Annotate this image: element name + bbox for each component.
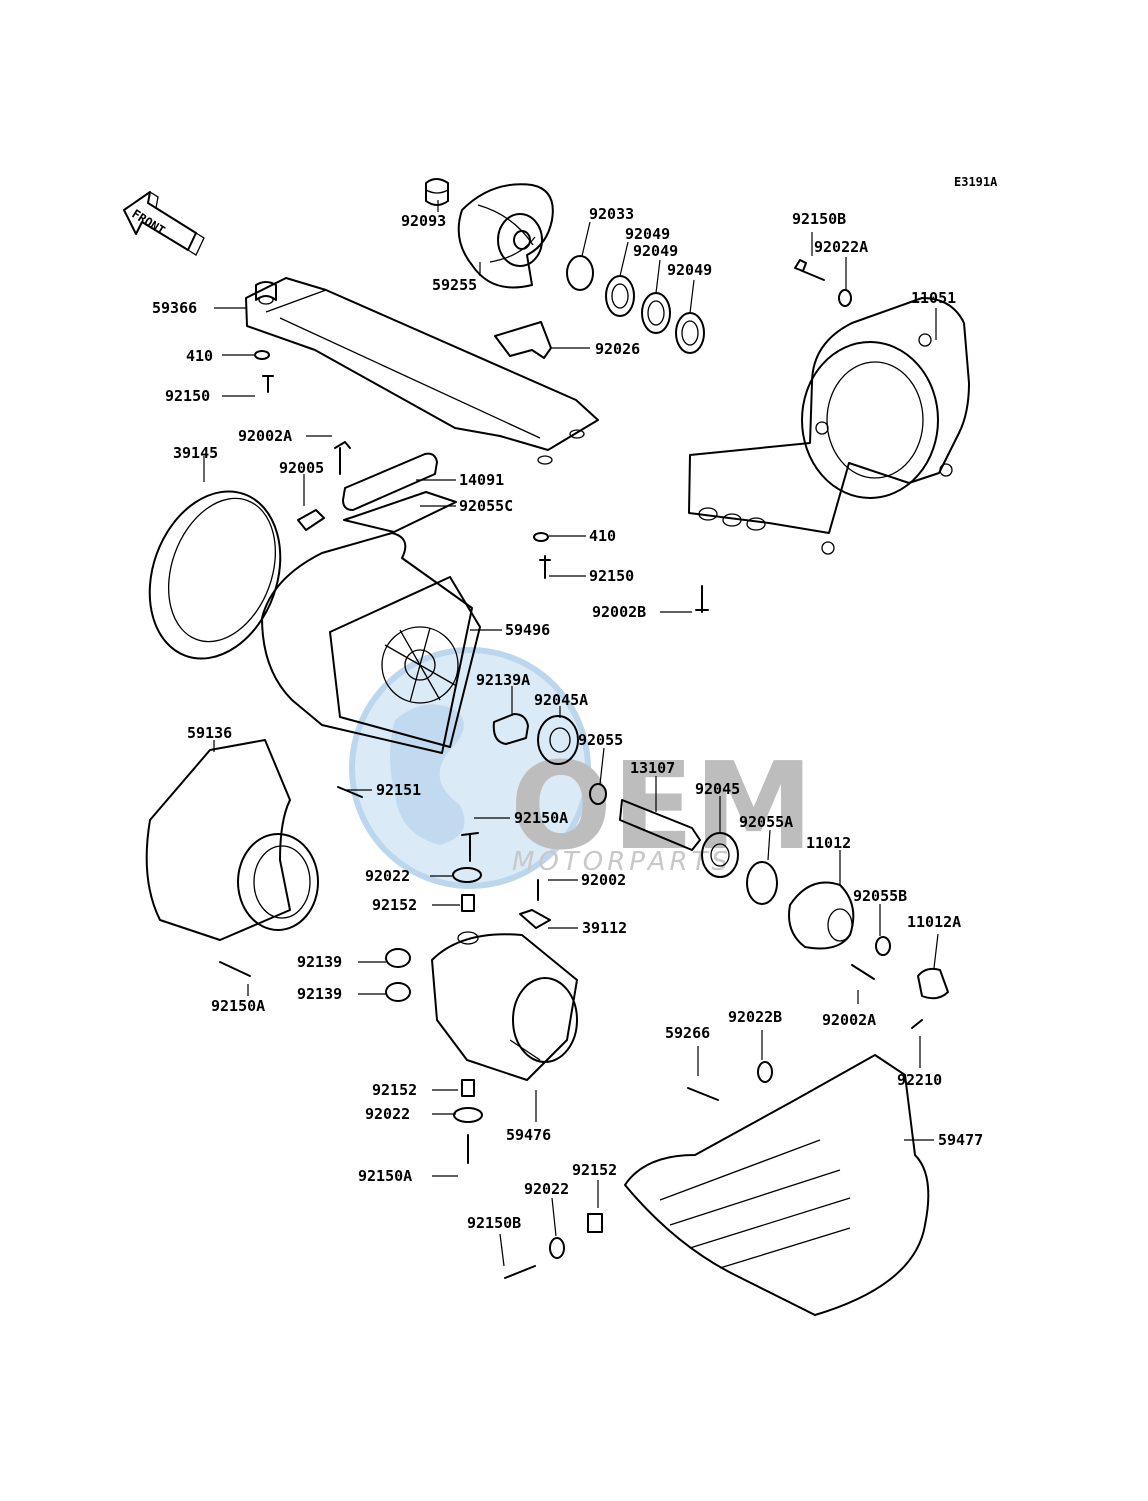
label-92002: 92002 [581, 871, 626, 889]
nozzle-59136 [145, 739, 319, 941]
label-92002A-top: 92002A [238, 427, 292, 445]
cap-11012A [917, 967, 949, 1000]
cover-14091 [342, 452, 457, 533]
bushing-92139A [492, 713, 529, 745]
fasteners [219, 259, 923, 1279]
bucket-59477 [624, 1054, 930, 1316]
diagram-code: E3191A [954, 175, 998, 189]
housing-11051 [688, 297, 970, 555]
label-410-mid: 410 [589, 527, 616, 545]
label-92150B-bottom: 92150B [467, 1214, 521, 1232]
label-92150-mid: 92150 [589, 567, 634, 585]
label-92002B: 92002B [592, 603, 646, 621]
label-59255: 59255 [432, 276, 477, 294]
label-92093: 92093 [401, 212, 446, 230]
label-92022B: 92022B [728, 1008, 782, 1026]
watermark-continents [390, 704, 465, 845]
label-59366: 59366 [152, 299, 197, 317]
label-92150A-mid: 92150A [514, 809, 568, 827]
label-92139-a: 92139 [297, 953, 342, 971]
bearing-92045A [537, 715, 579, 765]
pump-body-59496 [261, 532, 481, 754]
shaft-13107 [619, 799, 701, 851]
cap-92093 [425, 178, 449, 206]
label-11051: 11051 [911, 289, 956, 307]
label-92045A: 92045A [534, 691, 588, 709]
label-92139-b: 92139 [297, 985, 342, 1003]
label-410-top: 410 [186, 347, 213, 365]
cap-11012 [788, 881, 855, 950]
watermark: OEM MOTORPARTS [349, 647, 813, 889]
oring-92055A [746, 861, 778, 905]
label-92150B-top: 92150B [792, 210, 846, 228]
label-13107: 13107 [630, 759, 675, 777]
label-92055: 92055 [578, 731, 623, 749]
ring-39145 [148, 490, 282, 660]
label-92049-c: 92049 [667, 261, 712, 279]
washers [254, 289, 852, 1259]
bracket-59366 [245, 277, 599, 465]
ring-92033 [566, 255, 594, 291]
oring-92055B [875, 936, 891, 956]
label-92005: 92005 [279, 459, 324, 477]
label-11012: 11012 [806, 834, 851, 852]
label-92022-b: 92022 [365, 1105, 410, 1123]
label-92151: 92151 [376, 781, 421, 799]
label-59496: 59496 [505, 621, 550, 639]
label-92033: 92033 [589, 205, 634, 223]
impeller-59255 [457, 183, 554, 289]
label-92150A-bottom: 92150A [358, 1167, 412, 1185]
label-14091: 14091 [459, 471, 504, 489]
front-arrow-icon: FRONT [123, 191, 205, 256]
leader-lines [203, 200, 939, 1267]
watermark-sub: MOTORPARTS [512, 847, 732, 877]
label-92152-b: 92152 [372, 1081, 417, 1099]
label-92022A-top: 92022A [814, 238, 868, 256]
label-92022-a: 92022 [365, 867, 410, 885]
bearing-92045 [701, 832, 739, 878]
label-39145: 39145 [173, 444, 218, 462]
label-92022-c: 92022 [524, 1180, 569, 1198]
label-92152-a: 92152 [372, 896, 417, 914]
watermark-main: OEM [510, 738, 813, 877]
label-92150A-left: 92150A [211, 997, 265, 1015]
label-92055A: 92055A [739, 813, 793, 831]
deflector-59476 [431, 931, 578, 1081]
label-92045: 92045 [695, 780, 740, 798]
label-59136: 59136 [187, 724, 232, 742]
label-59477: 59477 [938, 1131, 983, 1149]
label-92002A-low: 92002A [822, 1011, 876, 1029]
label-59476: 59476 [506, 1126, 551, 1144]
fitting-92005 [297, 509, 325, 531]
label-92055C: 92055C [459, 497, 513, 515]
label-92152-c: 92152 [572, 1161, 617, 1179]
lever-39112 [519, 909, 551, 929]
label-92026: 92026 [595, 340, 640, 358]
label-59266: 59266 [665, 1024, 710, 1042]
label-39112: 39112 [582, 919, 627, 937]
label-92139A: 92139A [476, 671, 530, 689]
label-92049-a: 92049 [625, 225, 670, 243]
oring-92055 [589, 783, 607, 805]
label-11012A: 11012A [907, 913, 961, 931]
label-92210: 92210 [897, 1071, 942, 1089]
label-92150-top: 92150 [165, 387, 210, 405]
part-labels: 92093 92033 92049 92049 92049 59255 9215… [152, 205, 983, 1232]
label-92055B: 92055B [853, 887, 907, 905]
label-92049-b: 92049 [633, 242, 678, 260]
plate-92026 [494, 321, 552, 359]
